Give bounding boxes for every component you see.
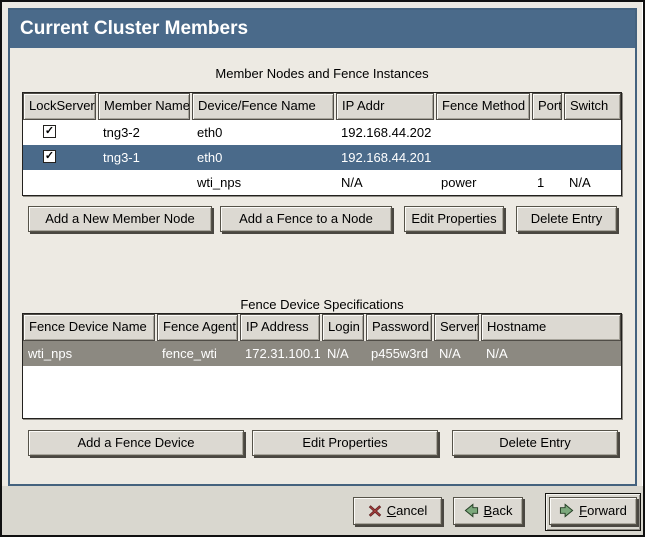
port-cell xyxy=(532,120,562,145)
login-cell: N/A xyxy=(322,341,364,366)
fence-device-name-cell: wti_nps xyxy=(23,341,155,366)
ip-addr-cell: N/A xyxy=(336,170,434,195)
table-row-selected[interactable]: ✓ tng3-1 eth0 192.168.44.201 xyxy=(23,145,621,170)
member-table-header: LockServer? Member Name Device/Fence Nam… xyxy=(23,93,621,120)
fence-method-cell xyxy=(436,145,530,170)
cancel-x-icon xyxy=(368,504,382,518)
fence-edit-properties-button[interactable]: Edit Properties xyxy=(252,430,438,456)
column-header-password[interactable]: Password xyxy=(366,314,432,341)
column-header-lockserver[interactable]: LockServer? xyxy=(23,93,96,120)
member-delete-entry-button[interactable]: Delete Entry xyxy=(516,206,617,232)
fence-table-caption: Fence Device Specifications xyxy=(22,297,622,312)
footer-button-strip: Cancel Back Forward xyxy=(2,486,643,535)
forward-button-label: Forward xyxy=(579,498,627,523)
port-cell: 1 xyxy=(532,170,562,195)
lockserver-cell: ✓ xyxy=(23,120,96,145)
column-header-fence-device-name[interactable]: Fence Device Name xyxy=(23,314,155,341)
fence-table-header: Fence Device Name Fence Agent IP Address… xyxy=(23,314,621,341)
druid-content-panel: Current Cluster Members Member Nodes and… xyxy=(8,8,637,486)
fence-method-cell xyxy=(436,120,530,145)
lockserver-cell: ✓ xyxy=(23,145,96,170)
device-fence-name-cell: eth0 xyxy=(192,145,334,170)
column-header-device-fence-name[interactable]: Device/Fence Name xyxy=(192,93,334,120)
column-header-fence-method[interactable]: Fence Method xyxy=(436,93,530,120)
column-header-ip-address[interactable]: IP Address xyxy=(240,314,320,341)
device-fence-name-cell: eth0 xyxy=(192,120,334,145)
table-row[interactable]: wti_nps N/A power 1 N/A xyxy=(23,170,621,195)
add-fence-to-node-button[interactable]: Add a Fence to a Node xyxy=(220,206,392,232)
cancel-button-label: Cancel xyxy=(387,498,427,523)
member-edit-properties-button[interactable]: Edit Properties xyxy=(404,206,504,232)
column-header-hostname[interactable]: Hostname xyxy=(481,314,621,341)
ip-address-cell: 172.31.100.1 xyxy=(240,341,320,366)
add-new-member-node-button[interactable]: Add a New Member Node xyxy=(28,206,212,232)
add-fence-device-button[interactable]: Add a Fence Device xyxy=(28,430,244,456)
device-fence-name-cell: wti_nps xyxy=(192,170,334,195)
forward-button[interactable]: Forward xyxy=(549,497,637,525)
ip-addr-cell: 192.168.44.202 xyxy=(336,120,434,145)
fence-agent-cell: fence_wti xyxy=(157,341,238,366)
page-title: Current Cluster Members xyxy=(10,10,635,48)
fence-delete-entry-button[interactable]: Delete Entry xyxy=(452,430,618,456)
cancel-button[interactable]: Cancel xyxy=(353,497,442,525)
table-row-selected[interactable]: wti_nps fence_wti 172.31.100.1 N/A p455w… xyxy=(23,341,621,366)
lockserver-checkbox[interactable]: ✓ xyxy=(43,125,56,138)
lockserver-checkbox[interactable]: ✓ xyxy=(43,150,56,163)
member-table-caption: Member Nodes and Fence Instances xyxy=(22,66,622,81)
table-row[interactable]: ✓ tng3-2 eth0 192.168.44.202 xyxy=(23,120,621,145)
column-header-fence-agent[interactable]: Fence Agent xyxy=(157,314,238,341)
back-button-label: Back xyxy=(484,498,513,523)
port-cell xyxy=(532,145,562,170)
forward-arrow-icon xyxy=(559,503,574,518)
switch-cell xyxy=(564,145,621,170)
column-header-port[interactable]: Port xyxy=(532,93,562,120)
lockserver-cell xyxy=(23,170,96,195)
default-button-ring: Forward xyxy=(545,493,641,531)
column-header-switch[interactable]: Switch xyxy=(564,93,621,120)
fence-method-cell: power xyxy=(436,170,530,195)
column-header-login[interactable]: Login xyxy=(322,314,364,341)
hostname-cell: N/A xyxy=(481,341,621,366)
member-nodes-table: LockServer? Member Name Device/Fence Nam… xyxy=(22,92,622,196)
back-button[interactable]: Back xyxy=(453,497,523,525)
password-cell: p455w3rd xyxy=(366,341,432,366)
column-header-server[interactable]: Server xyxy=(434,314,479,341)
ip-addr-cell: 192.168.44.201 xyxy=(336,145,434,170)
member-name-cell xyxy=(98,170,190,195)
member-name-cell: tng3-1 xyxy=(98,145,190,170)
switch-cell xyxy=(564,120,621,145)
server-cell: N/A xyxy=(434,341,479,366)
fence-devices-table: Fence Device Name Fence Agent IP Address… xyxy=(22,313,622,419)
column-header-member-name[interactable]: Member Name xyxy=(98,93,190,120)
column-header-ip-addr[interactable]: IP Addr xyxy=(336,93,434,120)
switch-cell: N/A xyxy=(564,170,621,195)
member-name-cell: tng3-2 xyxy=(98,120,190,145)
back-arrow-icon xyxy=(464,503,479,518)
